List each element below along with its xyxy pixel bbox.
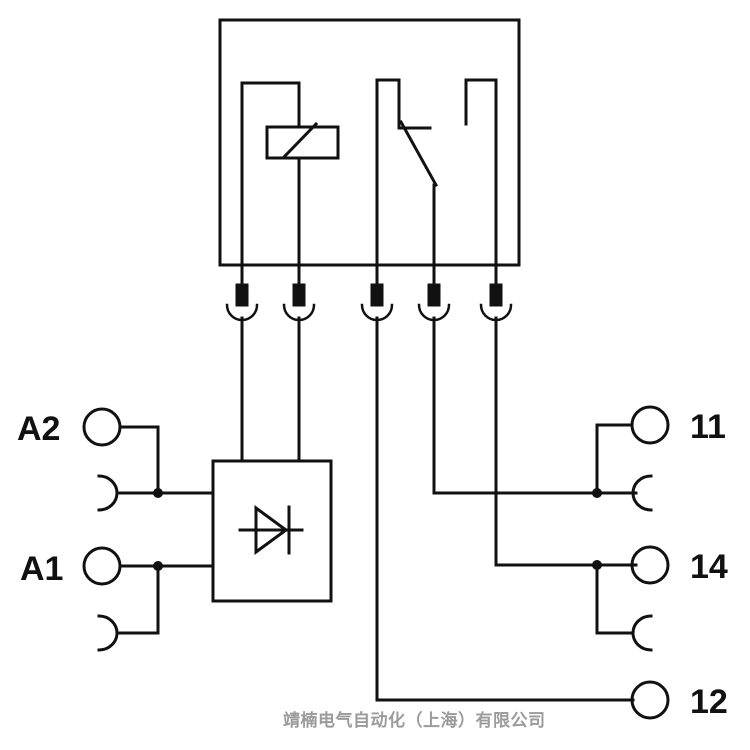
junction-dot <box>153 488 163 498</box>
label-12: 12 <box>690 683 728 721</box>
relay-housing <box>218 18 521 267</box>
terminal-12 <box>630 680 670 720</box>
coil-diagonal <box>281 121 319 160</box>
relay-coil-circuit <box>240 81 340 292</box>
watermark: 靖楠电气自动化（上海）有限公司 <box>283 710 546 731</box>
socket-pin-3 <box>360 283 394 322</box>
terminal-a2-wiring <box>82 407 215 512</box>
diode-protection-module <box>211 459 333 603</box>
junction-dot <box>592 488 602 498</box>
terminal-a1-wiring <box>82 546 215 652</box>
terminal-11 <box>630 405 670 445</box>
label-14: 14 <box>690 548 728 586</box>
terminal-a1 <box>82 546 122 586</box>
socket-pin-2 <box>282 283 316 322</box>
socket-pin-4 <box>417 283 451 322</box>
terminal-11-wiring <box>595 405 670 512</box>
terminal-14-wiring <box>595 545 670 652</box>
label-a1: A1 <box>20 550 63 588</box>
label-11: 11 <box>690 408 726 446</box>
socket-pin-1 <box>225 283 259 322</box>
label-a2: A2 <box>17 410 60 448</box>
socket-pin-5 <box>479 283 513 322</box>
changeover-contact <box>375 78 498 292</box>
relay-coil <box>265 125 340 160</box>
terminal-a2 <box>82 407 122 447</box>
junction-dot <box>592 560 602 570</box>
contact-blade <box>398 119 439 188</box>
junction-dot <box>153 561 163 571</box>
terminal-14 <box>630 545 670 585</box>
